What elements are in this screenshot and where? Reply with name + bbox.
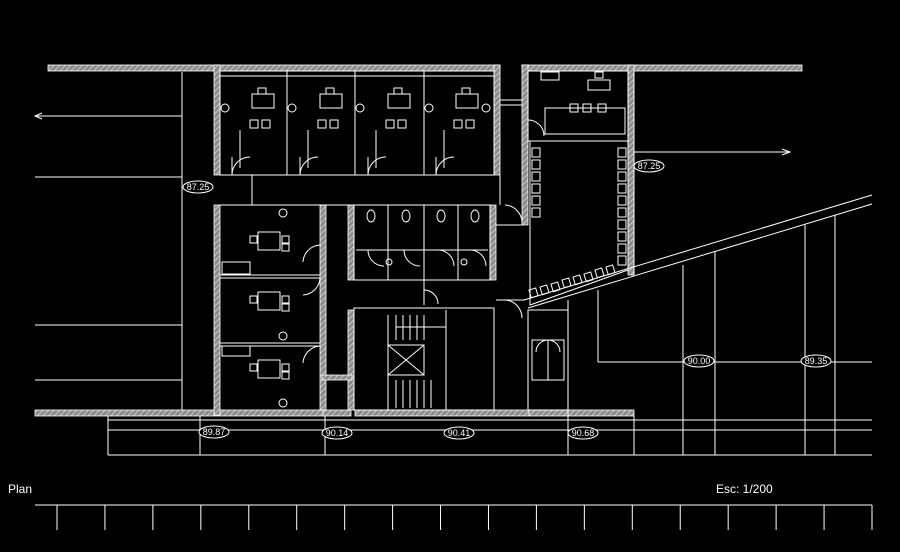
level-89-87-label: 89.87: [203, 427, 226, 437]
west-offices: [220, 208, 321, 408]
level-90-68: 90.68: [567, 426, 599, 440]
level-87-25-east: 87.25: [633, 159, 665, 173]
upper-offices: [219, 70, 495, 176]
level-89-35-label: 89.35: [805, 356, 828, 366]
diagonal-facade: [523, 71, 873, 309]
level-90-14-label: 90.14: [326, 428, 349, 438]
drawing-title: Plan: [8, 482, 33, 496]
corridor: [220, 99, 524, 319]
level-90-68-label: 90.68: [572, 428, 595, 438]
exterior-walls: [34, 64, 803, 417]
level-90-00: 90.00: [683, 354, 715, 368]
level-90-41-label: 90.41: [448, 428, 471, 438]
level-markers: 87.25 87.25 89.87 90.14 90.41 90.68 90.00 89.35: [182, 159, 832, 440]
level-87-25-west-label: 87.25: [187, 182, 210, 192]
level-89-35: 89.35: [800, 354, 832, 368]
level-87-25-west: 87.25: [182, 180, 214, 194]
level-87-25-east-label: 87.25: [638, 161, 661, 171]
stair-core: [353, 307, 495, 411]
level-90-41: 90.41: [443, 426, 475, 440]
level-90-14: 90.14: [321, 426, 353, 440]
restrooms: [353, 204, 491, 305]
waiting-seats: [531, 147, 627, 266]
site-lines-left: [33, 72, 183, 410]
site-lines-right: [107, 215, 872, 456]
level-90-00-label: 90.00: [688, 356, 711, 366]
scale-bar: [35, 504, 873, 530]
reception-block: [527, 70, 629, 411]
level-89-87: 89.87: [198, 425, 230, 439]
drawing-scale: Esc: 1/200: [716, 482, 773, 496]
